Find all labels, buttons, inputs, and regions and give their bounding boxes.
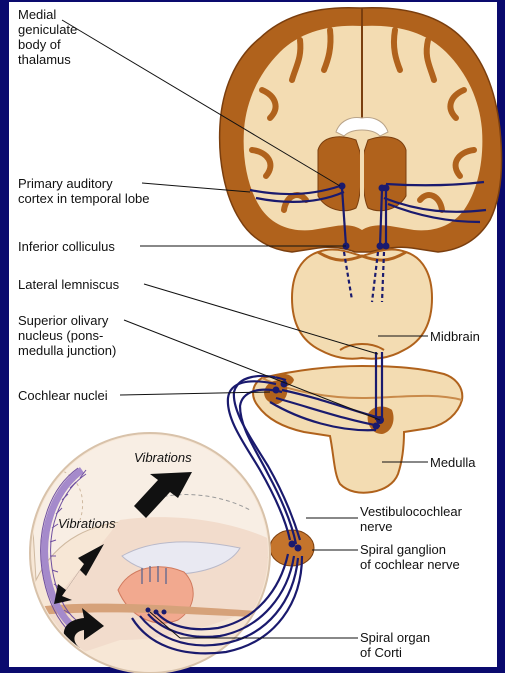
label-vestibulocochlear-nerve: Vestibulocochlear nerve — [360, 504, 462, 534]
label-superior-olivary: Superior olivary nucleus (pons- medulla … — [18, 313, 116, 358]
label-midbrain: Midbrain — [430, 329, 480, 344]
label-medial-geniculate: Medial geniculate body of thalamus — [18, 7, 77, 67]
label-inferior-colliculus: Inferior colliculus — [18, 239, 115, 254]
label-vibrations-top: Vibrations — [134, 450, 192, 465]
thalamus — [318, 137, 361, 211]
label-lateral-lemniscus: Lateral lemniscus — [18, 277, 119, 292]
label-vibrations-left: Vibrations — [58, 516, 116, 531]
label-spiral-ganglion: Spiral ganglion of cochlear nerve — [360, 542, 460, 572]
midbrain — [292, 249, 432, 358]
label-medulla: Medulla — [430, 455, 476, 470]
brain-section — [220, 8, 502, 252]
thalamus-right — [363, 137, 406, 211]
label-spiral-organ: Spiral organ of Corti — [360, 630, 430, 660]
label-cochlear-nuclei: Cochlear nuclei — [18, 388, 108, 403]
spiral-ganglion — [270, 530, 314, 566]
label-primary-auditory-cortex: Primary auditory cortex in temporal lobe — [18, 176, 150, 206]
